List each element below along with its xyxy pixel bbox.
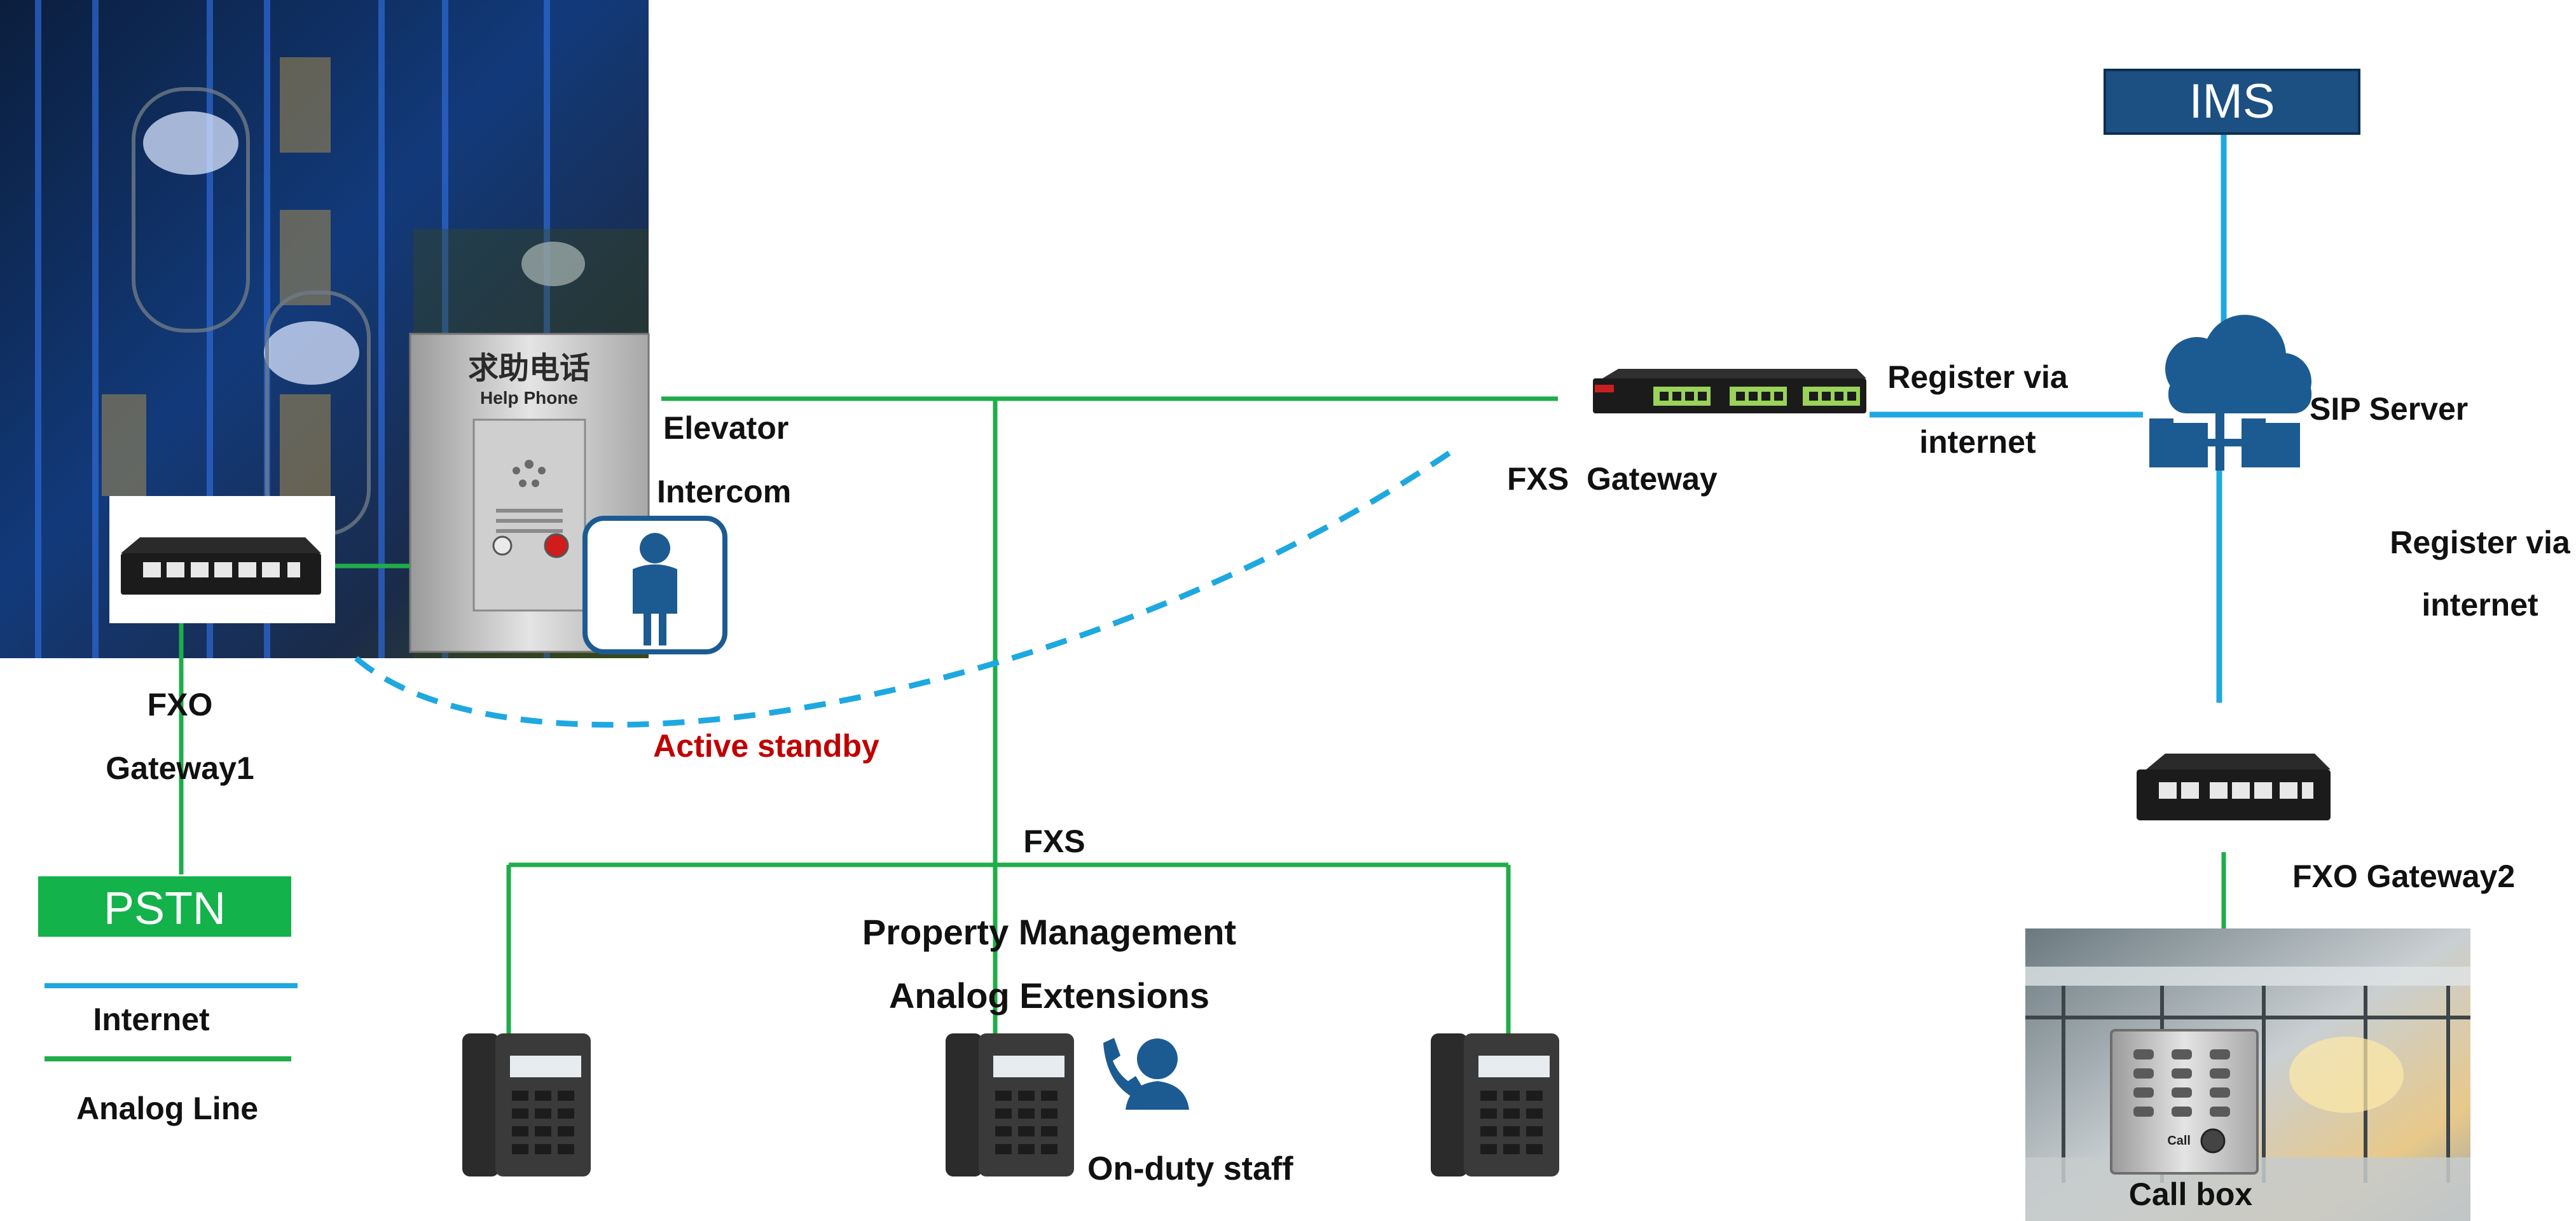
intercom-label: Intercom xyxy=(657,474,791,509)
ims-box: IMS xyxy=(2104,69,2360,135)
elevator-label: Elevator xyxy=(663,410,789,446)
pstn-label: PSTN xyxy=(104,883,226,934)
internet-label-2: internet xyxy=(2421,587,2538,623)
call-box-device: Call xyxy=(2110,1029,2259,1175)
person-icon xyxy=(582,516,727,654)
internet-label-1: internet xyxy=(1919,424,2036,460)
gateway-device-icon xyxy=(121,537,321,595)
desk-phone-icon xyxy=(1431,1033,1559,1176)
help-phone-panel: 求助电话 Help Phone xyxy=(409,333,650,653)
legend-internet-label: Internet xyxy=(93,1002,210,1037)
register-via-label-1: Register via xyxy=(1887,359,2069,395)
fxs-gateway-label: FXS Gateway xyxy=(1507,461,1718,497)
cloud-server-icon xyxy=(2149,315,2311,471)
help-phone-chinese-label: 求助电话 xyxy=(468,352,590,385)
fxo-label: FXO xyxy=(148,687,213,722)
call-box-button-label: Call xyxy=(2167,1134,2191,1148)
help-phone-alarm-button xyxy=(544,533,569,558)
register-via-label-2: Register via xyxy=(2390,525,2571,560)
desk-phone-icon xyxy=(462,1033,591,1176)
gateway1-label: Gateway1 xyxy=(106,750,254,786)
fxo-gateway1-device xyxy=(109,496,335,623)
call-box-label: Call box xyxy=(2129,1176,2253,1212)
staff-phone-icon xyxy=(1103,1038,1189,1110)
rack-gateway-icon xyxy=(1593,369,1866,413)
analog-lines xyxy=(179,396,2226,1037)
active-standby-label: Active standby xyxy=(653,728,879,764)
sip-server-label: SIP Server xyxy=(2310,391,2468,427)
pstn-box: PSTN xyxy=(38,876,291,937)
on-duty-staff-label: On-duty staff xyxy=(1087,1150,1293,1187)
internet-lines xyxy=(354,134,2227,728)
fxo-gateway2-device xyxy=(2137,754,2331,820)
help-phone-call-button xyxy=(492,535,513,556)
desk-phone-icon xyxy=(946,1033,1074,1176)
analog-extensions-label: Analog Extensions xyxy=(889,976,1209,1016)
call-box-photo: Call xyxy=(2025,928,2470,1221)
fxo-gateway2-label: FXO Gateway2 xyxy=(2292,859,2515,894)
legend-analog-label: Analog Line xyxy=(76,1091,258,1126)
help-phone-english-label: Help Phone xyxy=(480,388,578,408)
property-management-label: Property Management xyxy=(862,912,1236,952)
fxs-label: FXS xyxy=(1023,824,1085,859)
ims-label: IMS xyxy=(2189,74,2275,128)
legend: Internet Analog Line xyxy=(45,983,298,1126)
